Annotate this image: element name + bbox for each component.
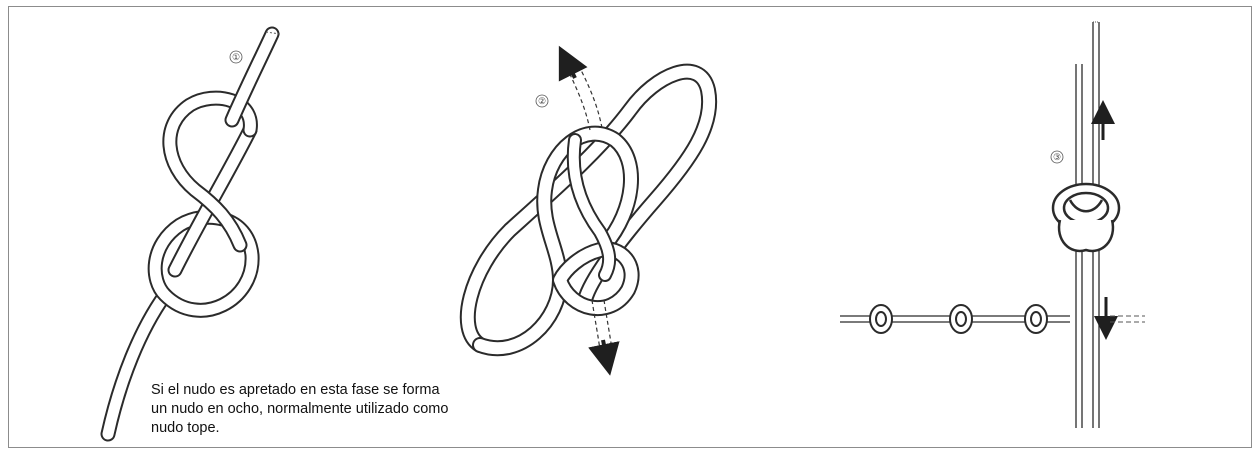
step-2-down-arrow <box>603 340 607 360</box>
caption: Si el nudo es apretado en esta fase se f… <box>151 381 571 438</box>
step-1-label: ① <box>232 52 240 62</box>
step-3-label: ③ <box>1053 152 1061 162</box>
step-2-label: ② <box>538 96 546 106</box>
caption-line-3: nudo tope. <box>151 419 571 438</box>
step-1-figure-eight: ① <box>108 32 280 434</box>
caption-line-2: un nudo en ocho, normalmente utilizado c… <box>151 400 571 419</box>
caption-line-1: Si el nudo es apretado en esta fase se f… <box>151 381 571 400</box>
stopper-knots <box>870 305 1047 333</box>
step-2-threading: ② <box>468 60 709 360</box>
step-3-tightened: ③ <box>840 22 1145 428</box>
